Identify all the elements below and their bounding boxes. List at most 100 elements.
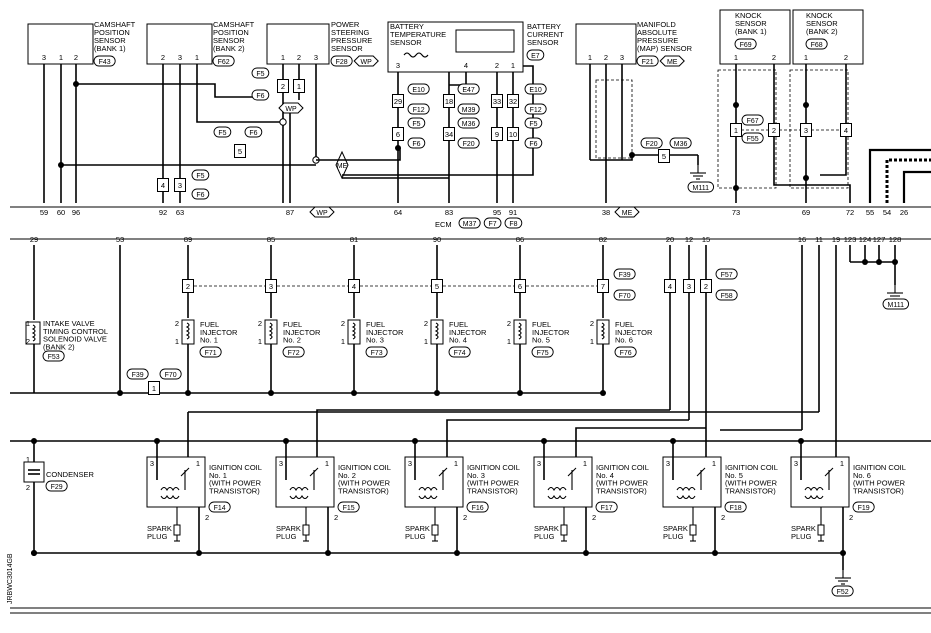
ignition-coil-4-pin3: 3 bbox=[537, 459, 541, 468]
cmp-sensor-b2-label-line: POSITION bbox=[213, 28, 249, 37]
ps-sensor-connector: F28 bbox=[336, 59, 348, 66]
ignition-coil-4-power-dot bbox=[541, 438, 547, 444]
conn-ign-f57-oval bbox=[715, 268, 738, 280]
injector-6-coil-icon bbox=[600, 322, 605, 340]
ignition-coil-1-gnd-dot bbox=[196, 550, 202, 556]
ignition-coil-1-label-line: (WITH POWER bbox=[209, 479, 262, 488]
cmp-sensor-b1-pin-2: 2 bbox=[74, 53, 78, 62]
ecm-top-pin-92: 92 bbox=[159, 208, 167, 217]
ecm-bottom-pin-90: 90 bbox=[433, 235, 441, 244]
ignition-coil-2-winding-icon bbox=[289, 486, 309, 492]
conn-bt-f5-oval bbox=[407, 117, 426, 129]
ecm-bottom-pin-12: 12 bbox=[685, 235, 693, 244]
junction-bc-10-box bbox=[507, 127, 519, 141]
map-sensor-pin-2: 2 bbox=[604, 53, 608, 62]
ecm-label: ECM bbox=[435, 220, 452, 229]
conn-ivt-f70: F70 bbox=[165, 372, 177, 379]
ecm-top-pin-59: 59 bbox=[40, 208, 48, 217]
junction-inj-4: 5 bbox=[435, 282, 439, 291]
ignition-coil-5-winding-icon bbox=[676, 486, 696, 492]
ignition-coil-6-label-line: IGNITION COIL bbox=[853, 463, 906, 472]
ecm-top-pin-72: 72 bbox=[846, 208, 854, 217]
ks1-shield bbox=[717, 69, 777, 189]
map-sensor-label-line: MANIFOLD bbox=[637, 20, 676, 29]
wire bbox=[446, 419, 689, 460]
conn-bt-m39-oval bbox=[457, 103, 480, 115]
knock-sensor-b2-connector-oval bbox=[805, 38, 828, 50]
conn-ecm-m111-oval bbox=[882, 298, 910, 310]
ignition-coil-2-plug-label2: PLUG bbox=[276, 532, 297, 541]
junction-bt-34-box bbox=[443, 127, 455, 141]
ignition-coil-5-plug-body bbox=[689, 524, 697, 536]
junction-bc-9-box bbox=[491, 127, 503, 141]
ks1-dot2 bbox=[733, 185, 739, 191]
ignition-coil-5-label-line: No. 5 bbox=[725, 471, 743, 480]
wire bbox=[438, 467, 448, 477]
ps-sensor-connector-oval bbox=[330, 55, 353, 67]
conn-ps5-f5: F5 bbox=[218, 130, 226, 137]
conn-ivt: F53 bbox=[48, 354, 60, 361]
conn-bt-f5: F5 bbox=[412, 121, 420, 128]
ivt-label-line: TIMING CONTROL bbox=[43, 327, 108, 336]
wire bbox=[316, 409, 670, 460]
ignition-coil-5-plug-label1: SPARK bbox=[663, 524, 688, 533]
wire bbox=[180, 467, 190, 477]
conn-ignition-coil-5-oval bbox=[724, 501, 747, 513]
ignition-coil-3-winding-icon bbox=[418, 486, 438, 492]
injector-5-label-line: No. 5 bbox=[532, 336, 550, 345]
injector-3-label-line: INJECTOR bbox=[366, 328, 404, 337]
ecm-bottom-pin-81: 81 bbox=[350, 235, 358, 244]
ignition-coil-1-pin3: 3 bbox=[150, 459, 154, 468]
conn-injector-6: F76 bbox=[620, 350, 632, 357]
ignition-coil-6-winding2-icon bbox=[804, 494, 824, 500]
ignition-coil-3-label-line: No. 3 bbox=[467, 471, 485, 480]
ignition-coil-6-power-dot bbox=[798, 438, 804, 444]
ivt-label-line: (BANK 2) bbox=[43, 342, 75, 351]
me-diamond bbox=[335, 150, 349, 180]
injector-2-label-line: INJECTOR bbox=[283, 328, 321, 337]
injector-2-dot bbox=[268, 390, 274, 396]
junction-inj-6: 7 bbox=[601, 282, 605, 291]
conn-ignition-coil-6-oval bbox=[852, 501, 875, 513]
shield-26 bbox=[902, 170, 931, 203]
conn-map-m111: M111 bbox=[693, 185, 710, 192]
conn-bt-e47: E47 bbox=[462, 87, 475, 94]
conn-ps-f6-oval bbox=[251, 89, 270, 101]
conn-ivt-oval bbox=[42, 350, 65, 362]
ignition-coil-3-plug-label1: SPARK bbox=[405, 524, 430, 533]
injector-6-pin2: 2 bbox=[590, 319, 594, 328]
cmp-sensor-b2-pin-3: 3 bbox=[178, 53, 182, 62]
conn-bt-e10: E10 bbox=[412, 87, 425, 94]
conn-injector-5-oval bbox=[531, 346, 554, 358]
conn-map-m111-oval bbox=[687, 181, 715, 193]
injector-3-label-line: FUEL bbox=[366, 320, 385, 329]
ignition-coil-3-gnd-dot bbox=[454, 550, 460, 556]
junction-bc-32-box bbox=[507, 94, 519, 108]
junction-ign-2: 2 bbox=[704, 282, 708, 291]
conn-ecm-m111: M111 bbox=[888, 302, 905, 309]
cmp-sensor-b2-label-line: CAMSHAFT bbox=[213, 20, 255, 29]
conn-bt-m39: M39 bbox=[462, 107, 476, 114]
ks2-dot bbox=[803, 102, 809, 108]
junction-ks-4: 4 bbox=[844, 126, 848, 135]
map-shield bbox=[595, 79, 633, 159]
junction-inj-5: 6 bbox=[518, 282, 522, 291]
ignition-coil-2-plug-body bbox=[302, 524, 310, 536]
battery-temp-sensor-label-line: TEMPERATURE bbox=[390, 30, 446, 39]
ecm-connector-F7: F7 bbox=[489, 221, 497, 228]
junction-ign-3: 3 bbox=[687, 282, 691, 291]
ignition-coil-4-pin1: 1 bbox=[583, 459, 587, 468]
injector-4-pin1: 1 bbox=[424, 337, 428, 346]
conn-bt-e10-oval bbox=[407, 83, 430, 95]
injector-2-label-line: No. 2 bbox=[283, 336, 301, 345]
ignition-coil-4-label-line: IGNITION COIL bbox=[596, 463, 649, 472]
wire bbox=[696, 467, 706, 477]
ecm-bottom-pin-86: 86 bbox=[516, 235, 524, 244]
injector-3-label-line: No. 3 bbox=[366, 336, 384, 345]
ignition-coil-4-pin2: 2 bbox=[592, 513, 596, 522]
wire bbox=[820, 130, 847, 176]
conn-ps-f5-oval bbox=[251, 67, 270, 79]
ignition-coil-1-power-dot bbox=[154, 438, 160, 444]
injector-4-label-line: No. 4 bbox=[449, 336, 467, 345]
injector-2-coil-icon bbox=[268, 322, 273, 340]
